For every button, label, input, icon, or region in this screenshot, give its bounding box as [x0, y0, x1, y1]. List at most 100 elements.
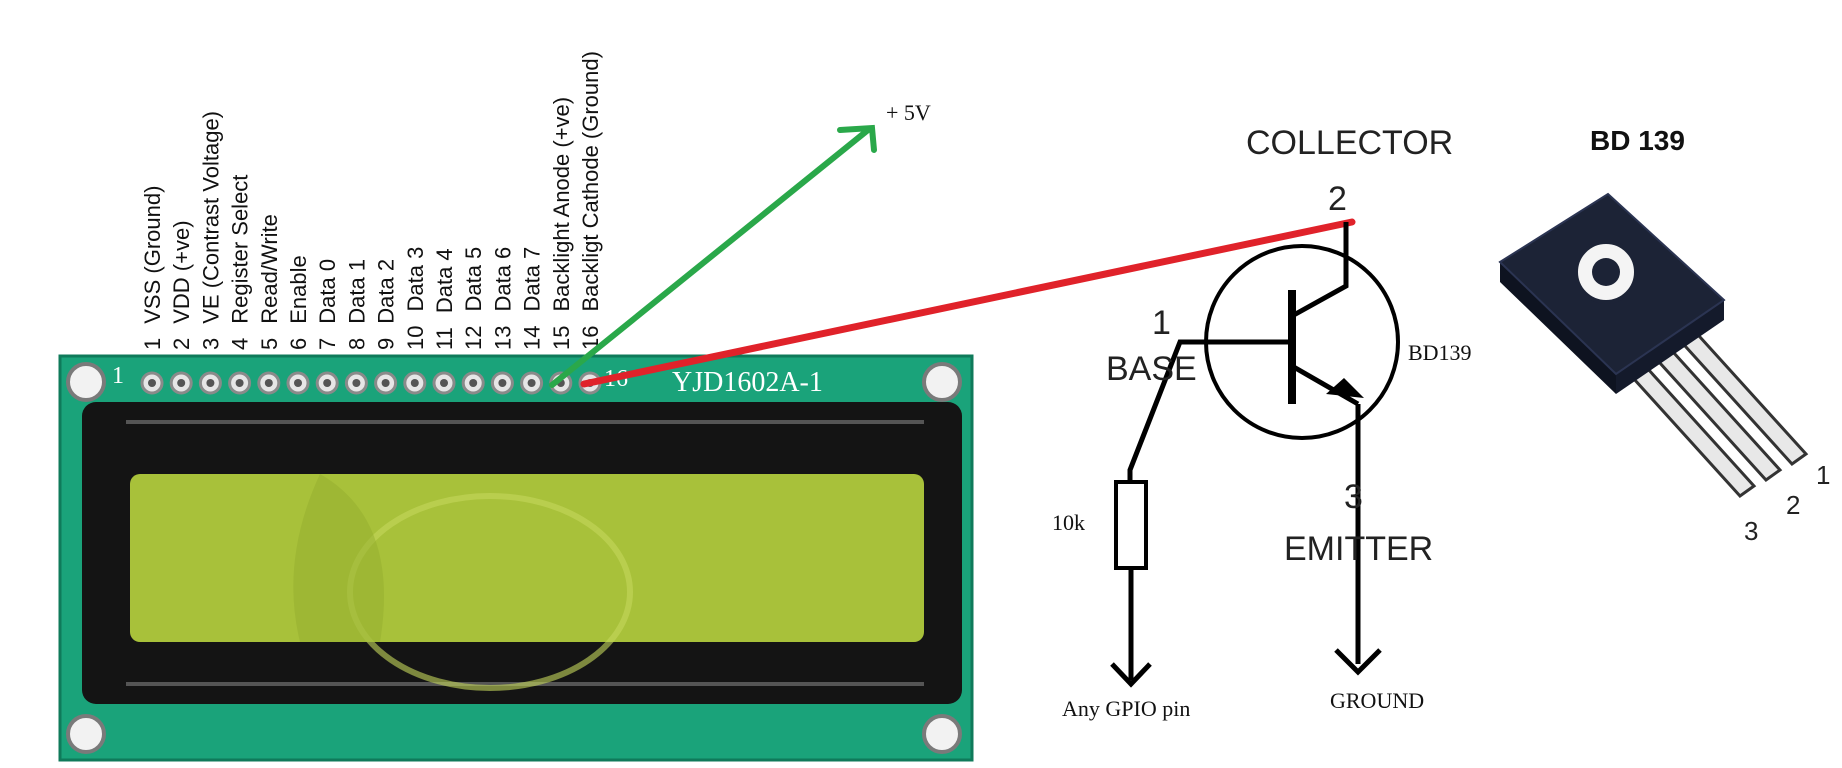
emitter-lead	[1290, 363, 1360, 407]
lcd-glass-shadow	[293, 474, 384, 642]
lcd-module: 1 16 YJD1602A-1	[58, 354, 974, 762]
lcd-pin-number-7: 7	[315, 338, 340, 350]
resistor-10k	[1114, 480, 1148, 570]
lcd-pin-hole-6	[294, 379, 302, 387]
lcd-pin-hole-12	[469, 379, 478, 387]
lcd-pin-hole-14	[527, 379, 536, 387]
lcd-pin-number-8: 8	[344, 338, 369, 350]
emitter-label: EMITTER	[1284, 530, 1433, 568]
transistor-part-label: BD139	[1408, 340, 1472, 365]
package-pin-label-1: 1	[1816, 460, 1830, 490]
lcd-pin-label-16: 16Backligt Cathode (Ground)	[578, 51, 603, 350]
emitter-pin-number: 3	[1344, 478, 1363, 516]
mounting-hole-bottom-left	[66, 714, 106, 754]
lcd-pin-hole-13	[498, 379, 507, 387]
backlight-cathode-wire	[580, 218, 1356, 388]
package-title: BD 139	[1590, 125, 1685, 156]
lcd-pin-label-13: 13 Data 6	[490, 247, 515, 350]
lcd-pin-hole-5	[264, 379, 273, 387]
lcd-pin-label-4: 4 Register Select	[228, 175, 253, 350]
ground-arrow-icon	[1334, 648, 1382, 676]
lcd-pin-name-12: Data 5	[461, 247, 486, 312]
lcd-pin-number-1: 1	[140, 338, 165, 350]
ground-label: GROUND	[1330, 688, 1424, 713]
base-pin-number: 1	[1152, 304, 1171, 342]
lcd-pin-name-16: Backligt Cathode (Ground)	[578, 51, 603, 311]
package-hole-center	[1592, 258, 1620, 286]
lcd-pin-number-15: 15	[549, 326, 574, 350]
lcd-pin-label-10: 10Data 3	[403, 247, 428, 350]
lcd-pin-number-3: 3	[198, 338, 223, 350]
lcd-pin-label-2: 2 VDD (+ve)	[169, 220, 194, 350]
lcd-pin-name-13: Data 6	[490, 247, 515, 312]
lcd-pin-label-11: 11 Data 4	[432, 248, 457, 350]
lcd-pin-number-4: 4	[228, 338, 253, 350]
lcd-pin-hole-4	[235, 379, 244, 387]
lcd-pin-hole-9	[381, 379, 390, 387]
lcd-pin-number-11: 11	[432, 327, 457, 350]
mounting-hole-bottom-right	[922, 714, 962, 754]
lcd-pin-number-12: 12	[461, 326, 486, 350]
lcd-pin-hole-10	[410, 379, 419, 387]
backlight-anode-wire	[549, 124, 877, 388]
lcd-pcb-edge	[58, 354, 974, 762]
lcd-pin-number-5: 5	[257, 338, 282, 350]
lcd-pin-name-3: VE (Contrast Voltage)	[198, 111, 223, 324]
lcd-pin-label-1: 1 VSS (Ground)	[140, 186, 165, 350]
lcd-pin-name-7: Data 0	[315, 259, 340, 324]
supply-arrow-head	[837, 124, 877, 153]
collector-pin-number: 2	[1328, 180, 1347, 218]
lcd-pin-start-label: 1	[112, 363, 124, 389]
lcd-pin-label-9: 9 Data 2	[374, 259, 399, 350]
lcd-pin-number-6: 6	[286, 338, 311, 350]
lcd-pin-name-2: VDD (+ve)	[169, 220, 194, 323]
lcd-pin-hole-2	[177, 379, 186, 387]
mounting-hole-top-left	[66, 362, 106, 402]
base-to-resistor-wire	[1127, 339, 1190, 482]
lcd-pin-label-7: 7 Data 0	[315, 259, 340, 350]
lcd-pin-name-4: Register Select	[228, 175, 253, 324]
gpio-arrow-icon	[1110, 662, 1152, 688]
lcd-pin-hole-1	[148, 379, 156, 387]
base-label: BASE	[1106, 350, 1197, 388]
lcd-model-label: YJD1602A-1	[672, 367, 823, 398]
bd139-package-drawing	[1498, 192, 1809, 498]
lcd-pin-number-14: 14	[520, 326, 545, 350]
collector-label: COLLECTOR	[1246, 124, 1453, 162]
lcd-pin-name-10: Data 3	[403, 247, 428, 312]
lcd-pin-hole-11	[440, 379, 448, 387]
emitter-arrow-icon	[1326, 378, 1364, 398]
mounting-hole-top-right	[922, 362, 962, 402]
package-body-side	[1500, 262, 1616, 394]
lcd-pin-name-8: Data 1	[344, 259, 369, 324]
lcd-pin-hole-8	[352, 379, 361, 387]
lcd-pin-label-6: 6 Enable	[286, 255, 311, 350]
gpio-pin-label: Any GPIO pin	[1062, 696, 1190, 721]
lcd-pin-name-9: Data 2	[374, 259, 399, 324]
package-pin-label-2: 2	[1786, 490, 1800, 520]
lcd-pin-labels: 1 VSS (Ground) 2 VDD (+ve) 3 VE (Contrast Vol…	[140, 51, 603, 350]
lcd-pin-label-5: 5 Read/Write	[257, 214, 282, 350]
package-leads	[1621, 324, 1809, 498]
supply-voltage-label: + 5V	[886, 100, 931, 125]
resistor-value-label: 10k	[1052, 510, 1085, 535]
lcd-pin-name-6: Enable	[286, 255, 311, 324]
lcd-pin-name-14: Data 7	[520, 247, 545, 312]
lcd-pin-name-11: Data 4	[432, 248, 457, 313]
lcd-pin-label-12: 12 Data 5	[461, 247, 486, 350]
lcd-pin-name-1: VSS (Ground)	[140, 186, 165, 324]
package-pin-label-3: 3	[1744, 516, 1758, 546]
package-body-front	[1616, 300, 1724, 394]
lcd-pin-label-14: 14 Data 7	[520, 247, 545, 350]
lcd-pin-hole-7	[323, 379, 332, 387]
lcd-pin-name-5: Read/Write	[257, 214, 282, 324]
lcd-pin-label-8: 8 Data 1	[344, 259, 369, 350]
lcd-pin-number-9: 9	[374, 338, 399, 350]
lcd-pin-number-2: 2	[169, 338, 194, 350]
lcd-pin-number-13: 13	[490, 326, 515, 350]
transistor-schematic	[1110, 222, 1400, 688]
lcd-pin-name-15: Backlight Anode (+ve)	[549, 97, 574, 312]
lcd-pin-label-15: 15 Backlight Anode (+ve)	[549, 97, 574, 350]
collector-lead	[1290, 222, 1349, 319]
